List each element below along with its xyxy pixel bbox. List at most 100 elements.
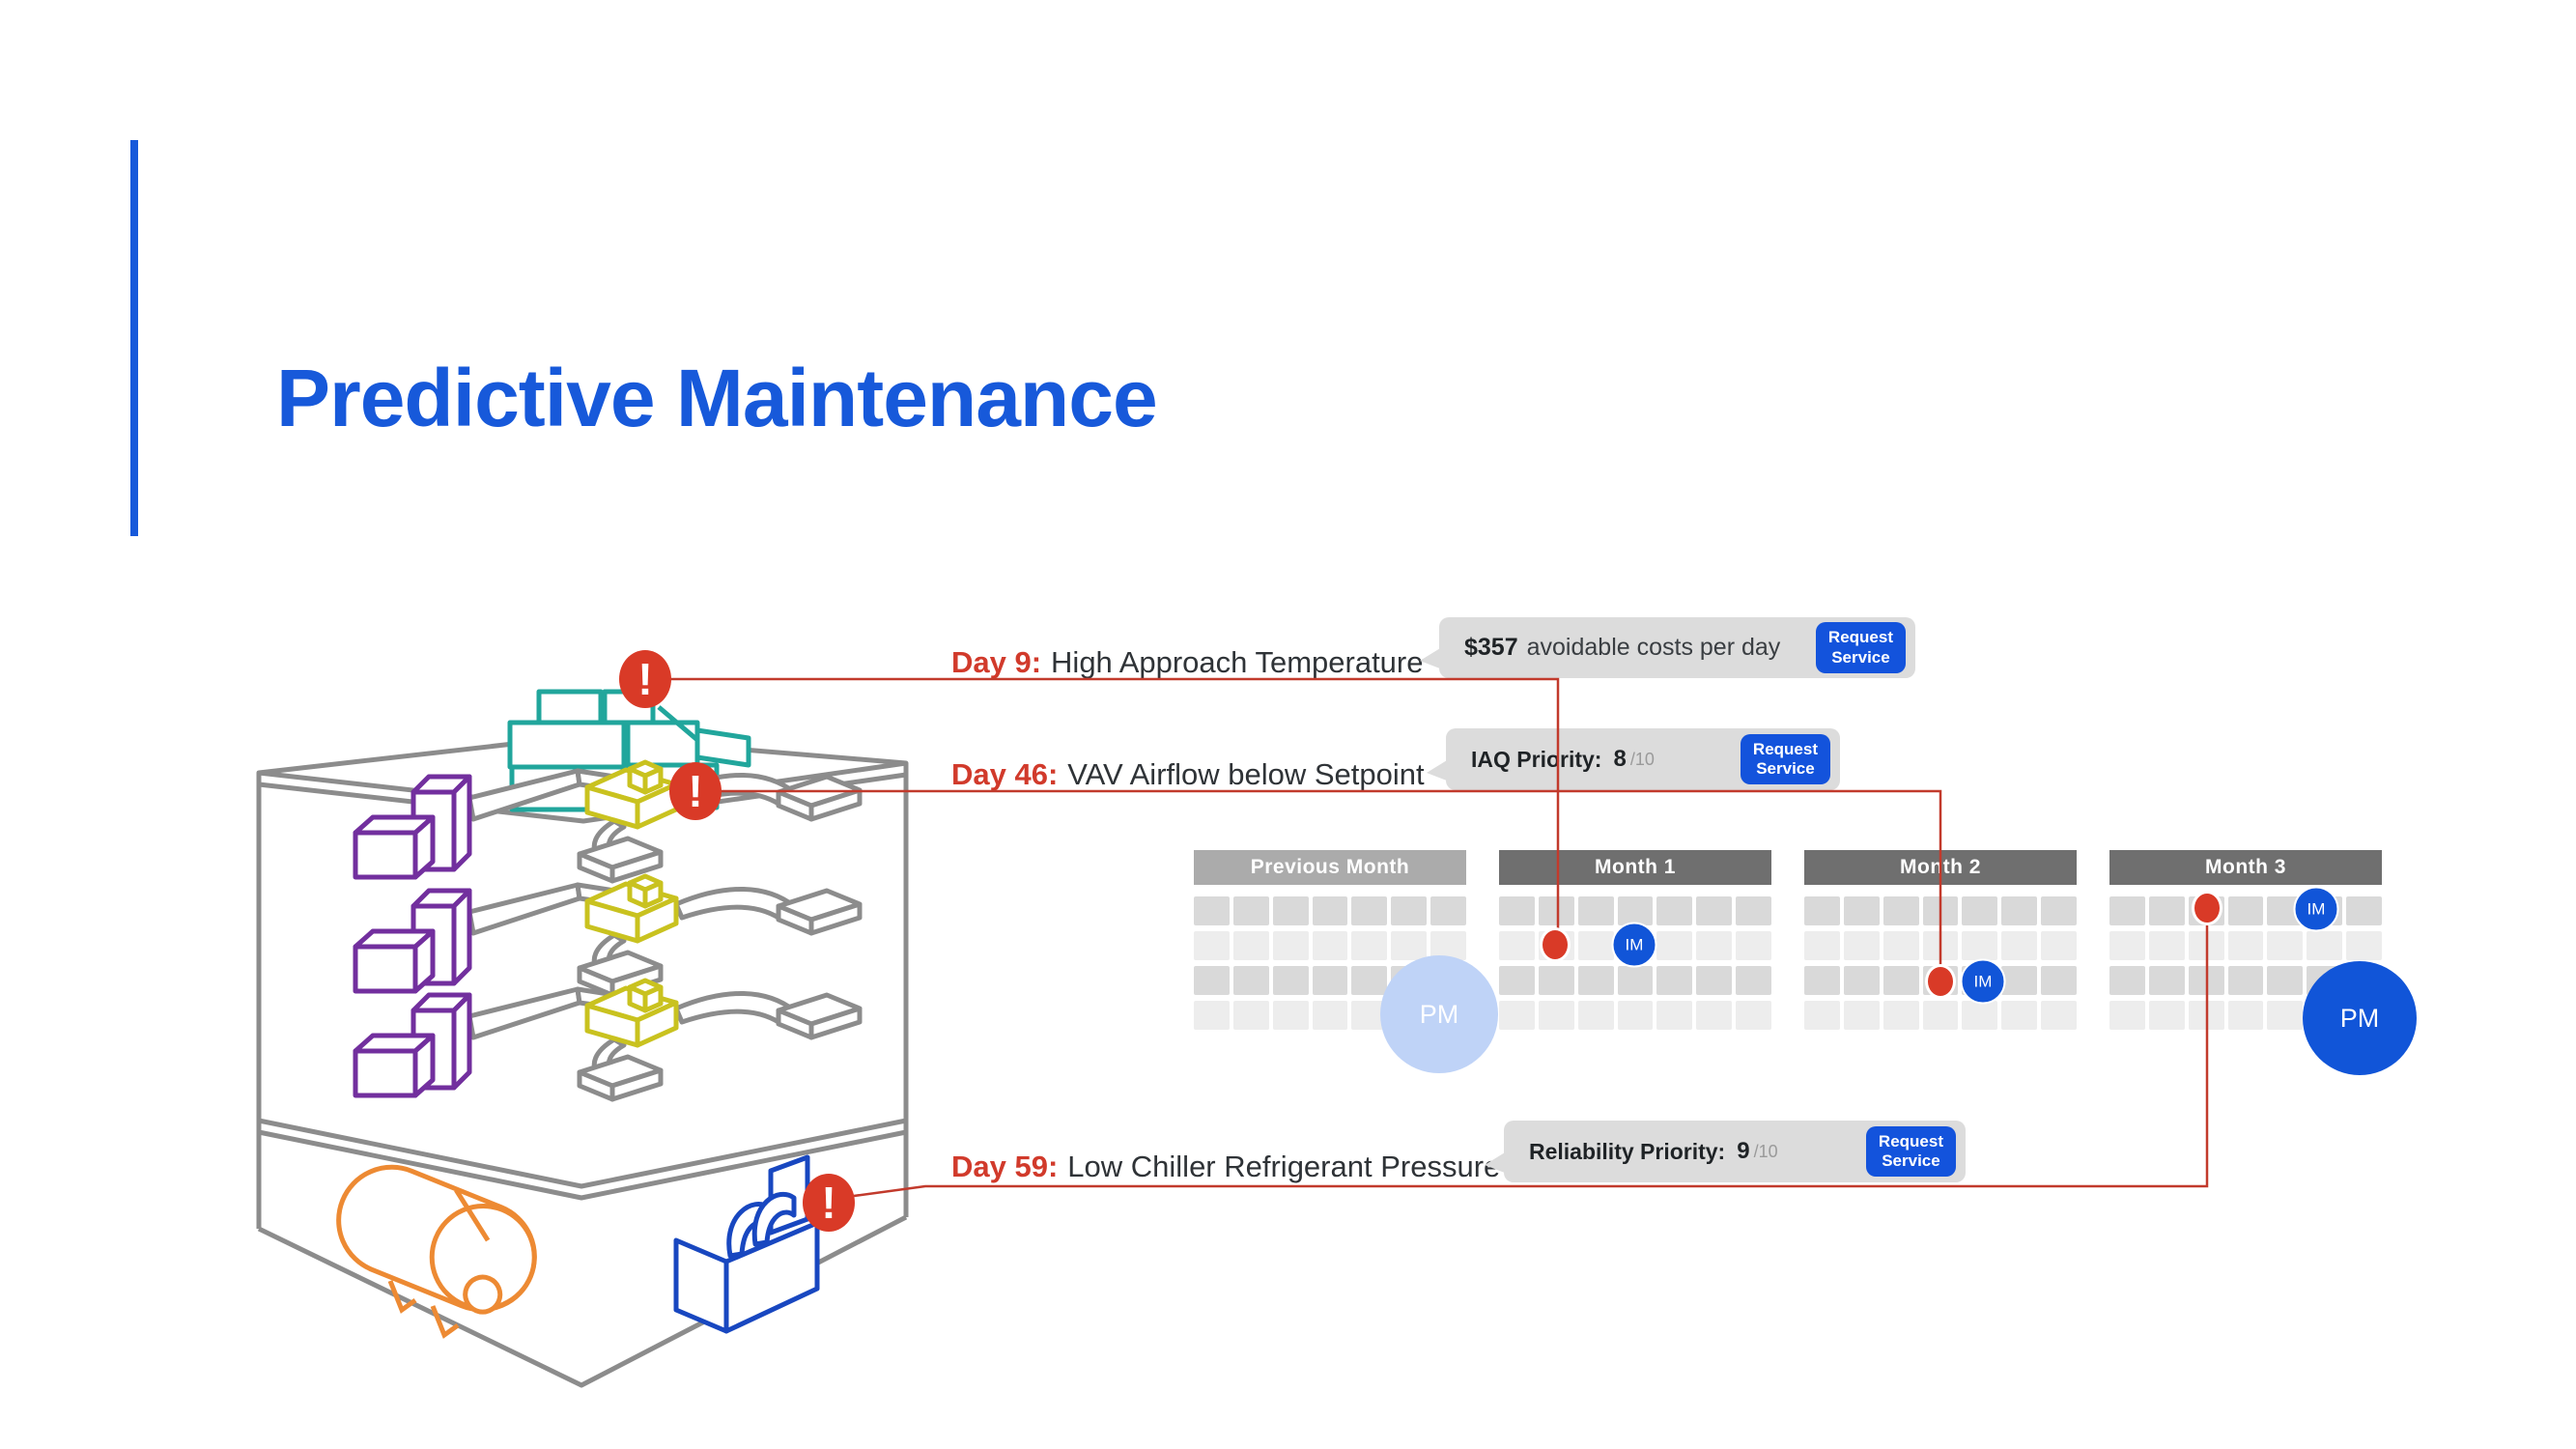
planned-maintenance-marker-previous-month: PM	[1380, 955, 1498, 1073]
immediate-maintenance-marker-month3: IM	[2293, 886, 2339, 932]
calendar-day-cell	[1232, 966, 1269, 995]
calendar-week-row	[1499, 966, 1772, 995]
calendar-week-row	[1499, 896, 1772, 925]
svg-text:!: !	[821, 1178, 835, 1228]
floor-unit-3	[355, 980, 860, 1099]
calendar-day-cell	[2188, 931, 2224, 960]
calendar-day-cell	[1882, 896, 1919, 925]
day-label: Day 46:	[951, 757, 1059, 791]
calendar-day-cell	[2109, 966, 2145, 995]
callout-day46: Day 46:VAV Airflow below Setpoint	[951, 757, 1425, 792]
building-outline	[256, 733, 909, 1388]
cost-value: $357	[1464, 634, 1518, 661]
svg-text:!: !	[637, 654, 652, 704]
calendar-day-cell	[1499, 896, 1535, 925]
calendar-day-cell	[2227, 966, 2264, 995]
calendar-day-cell	[1656, 1001, 1693, 1030]
calendar-day-cell	[1804, 896, 1840, 925]
cost-bubble: $357 avoidable costs per day Request Ser…	[1420, 617, 1915, 678]
callout-day59: Day 59:Low Chiller Refrigerant Pressure	[951, 1150, 1500, 1184]
issue-label: Low Chiller Refrigerant Pressure	[1067, 1150, 1501, 1183]
calendar-day-cell	[2148, 896, 2185, 925]
alert-icon-vav: !	[669, 762, 722, 820]
calendar-day-cell	[2227, 896, 2264, 925]
immediate-maintenance-marker-month1: IM	[1611, 922, 1657, 968]
calendar-day-cell	[1351, 931, 1388, 960]
request-service-button[interactable]: Request Service	[1865, 1125, 1956, 1178]
calendar-day-cell	[1843, 896, 1880, 925]
issue-label: High Approach Temperature	[1051, 645, 1424, 679]
issue-dot-month1	[1540, 927, 1571, 962]
calendar-day-cell	[1312, 931, 1348, 960]
issue-dot-month2	[1925, 964, 1956, 999]
calendar-day-cell	[1656, 966, 1693, 995]
calendar-day-cell	[1656, 896, 1693, 925]
calendar-day-cell	[1617, 1001, 1654, 1030]
calendar-day-cell	[1499, 1001, 1535, 1030]
cost-caption: avoidable costs per day	[1526, 634, 1781, 661]
calendar-day-cell	[2041, 931, 2078, 960]
calendar-day-cell	[2307, 931, 2343, 960]
calendar-day-cell	[1391, 896, 1428, 925]
calendar-day-cell	[1538, 1001, 1574, 1030]
calendar-day-cell	[1617, 896, 1654, 925]
priority-scale: /10	[1753, 1141, 1778, 1161]
request-service-button[interactable]: Request Service	[1740, 733, 1830, 785]
priority-score: 8	[1613, 746, 1627, 772]
planned-maintenance-marker-month3: PM	[2303, 961, 2417, 1075]
calendar-day-cell	[1696, 1001, 1733, 1030]
issue-dot-month3	[2192, 891, 2222, 925]
calendar-day-cell	[1843, 1001, 1880, 1030]
calendar-month-2: Month 2	[1804, 850, 2078, 1036]
calendar-day-cell	[2267, 966, 2304, 995]
calendar-day-cell	[2267, 1001, 2304, 1030]
calendar-day-cell	[2227, 931, 2264, 960]
calendar-day-cell	[1577, 1001, 1614, 1030]
calendar-day-cell	[1696, 896, 1733, 925]
calendar-grid	[1804, 896, 2078, 1030]
alert-icon-chiller: !	[803, 1174, 855, 1232]
storage-tank	[336, 1164, 537, 1339]
calendar-week-row	[2109, 896, 2383, 925]
calendar-day-cell	[1351, 966, 1388, 995]
calendar-day-cell	[2001, 931, 2038, 960]
calendar-day-cell	[1194, 1001, 1230, 1030]
calendar-day-cell	[1962, 931, 1998, 960]
calendar-day-cell	[1312, 896, 1348, 925]
calendar-day-cell	[1232, 896, 1269, 925]
calendar-week-row	[1804, 1001, 2078, 1030]
calendar-day-cell	[2109, 896, 2145, 925]
calendar-day-cell	[1538, 966, 1574, 995]
calendar-day-cell	[1312, 1001, 1348, 1030]
calendar-day-cell	[2001, 896, 2038, 925]
iaq-bubble: IAQ Priority: 8 /10 Request Service	[1427, 728, 1840, 790]
request-service-button[interactable]: Request Service	[1815, 622, 1906, 673]
calendar-day-cell	[1194, 931, 1230, 960]
calendar-day-cell	[1617, 966, 1654, 995]
calendar-week-row	[1804, 931, 2078, 960]
calendar-day-cell	[1882, 931, 1919, 960]
calendar-day-cell	[1736, 931, 1772, 960]
calendar-day-cell	[1272, 966, 1309, 995]
calendar-header: Month 1	[1499, 850, 1771, 885]
svg-text:!: !	[688, 766, 702, 816]
calendar-day-cell	[1922, 931, 1959, 960]
calendar-day-cell	[1577, 931, 1614, 960]
accent-bar	[130, 140, 138, 536]
priority-label: IAQ Priority:	[1471, 746, 1602, 772]
calendar-day-cell	[2267, 931, 2304, 960]
calendar-day-cell	[1499, 931, 1535, 960]
calendar-day-cell	[2148, 966, 2185, 995]
calendar-day-cell	[1962, 896, 1998, 925]
calendar-day-cell	[2148, 1001, 2185, 1030]
calendar-day-cell	[1232, 931, 1269, 960]
calendar-day-cell	[1736, 966, 1772, 995]
calendar-header: Previous Month	[1194, 850, 1466, 885]
chiller-unit	[673, 1154, 820, 1334]
calendar-day-cell	[2148, 931, 2185, 960]
calendar-day-cell	[1843, 931, 1880, 960]
calendar-day-cell	[1430, 896, 1467, 925]
reliability-bubble: Reliability Priority: 9 /10 Request Serv…	[1485, 1121, 1966, 1182]
calendar-day-cell	[2041, 966, 2078, 995]
